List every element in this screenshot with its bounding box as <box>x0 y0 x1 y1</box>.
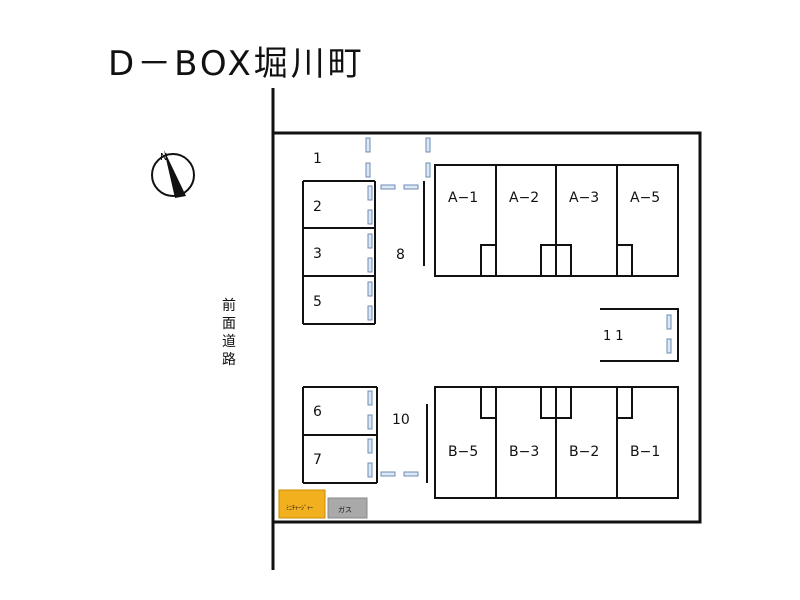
wheel-stop-markers <box>365 137 672 478</box>
north-arrow-icon: N <box>151 150 195 198</box>
lot-boundary <box>273 131 702 524</box>
unit-a3: A−3 <box>569 190 599 206</box>
gas-facility: ガス <box>327 497 368 519</box>
page-title: D－BOX堀川町 <box>108 44 365 84</box>
road-label-1: 前 <box>222 297 236 314</box>
parking-space-7: 7 <box>313 452 322 468</box>
parking-space-8: 8 <box>396 247 405 263</box>
unit-b3: B−3 <box>509 444 539 460</box>
unit-b5: B−5 <box>448 444 478 460</box>
parking-space-1: 1 <box>313 151 322 167</box>
parking-space-6: 6 <box>313 404 322 420</box>
parking-space-10: 10 <box>392 412 410 428</box>
units-top-block <box>434 164 679 277</box>
unit-b2: B−2 <box>569 444 599 460</box>
road-label-4: 路 <box>222 352 236 368</box>
units-bottom-block <box>434 386 679 499</box>
unit-a1: A−1 <box>448 190 478 206</box>
unit-a2: A−2 <box>509 190 539 206</box>
parking-space-3: 3 <box>313 246 322 262</box>
compass-north-label: N <box>160 152 167 163</box>
parking-space-11-outline <box>600 308 679 362</box>
unit-b1: B−1 <box>630 444 660 460</box>
unit-a5: A−5 <box>630 190 660 206</box>
facility-orange: ﾐﾆﾁｬｰｼﾞｬｰ <box>278 489 326 519</box>
parking-lines-lower-left <box>302 386 428 484</box>
parking-space-2: 2 <box>313 199 322 215</box>
svg-text:ﾐﾆﾁｬｰｼﾞｬｰ: ﾐﾆﾁｬｰｼﾞｬｰ <box>286 505 313 512</box>
road-label-3: 道 <box>222 334 236 350</box>
parking-space-5: 5 <box>313 294 322 310</box>
parking-lines-upper-left <box>302 180 425 325</box>
parking-space-11: 11 <box>603 329 628 344</box>
road-label-2: 面 <box>222 316 236 332</box>
svg-text:ガス: ガス <box>338 505 352 514</box>
